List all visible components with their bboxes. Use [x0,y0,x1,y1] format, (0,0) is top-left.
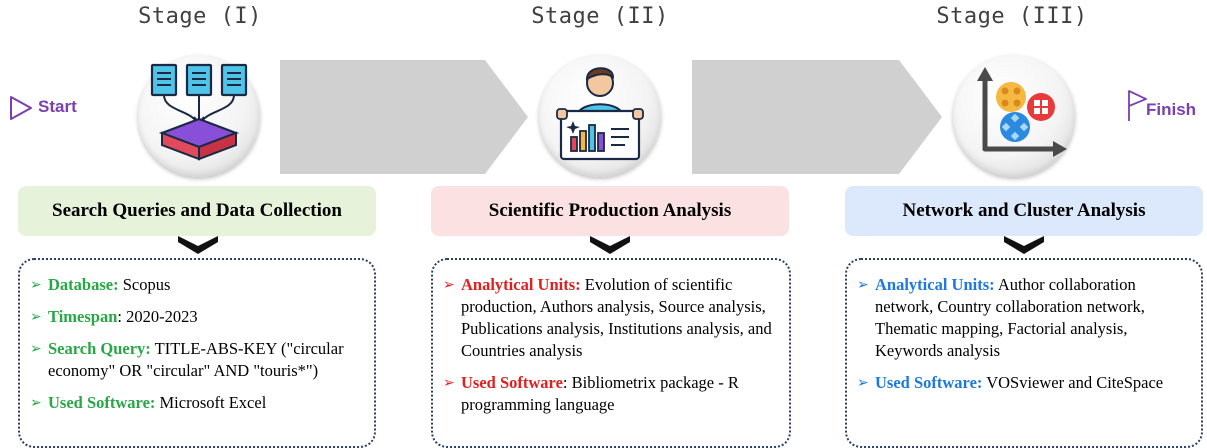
arrow-bullet-icon: ➢ [443,375,455,391]
item-text: Author collaboration network, Country co… [875,275,1145,360]
stage-3-icon-circle [953,55,1075,177]
item-label: Analytical Units: [875,275,995,294]
item-text: : 2020-2023 [117,307,198,326]
arrow-bullet-icon: ➢ [30,341,42,357]
stage-1-icon-circle [138,55,260,177]
stage-3-header-text: Network and Cluster Analysis [902,200,1146,221]
finish-label: Finish [1146,100,1197,119]
item-text: Microsoft Excel [159,393,267,412]
start-label: Start [38,97,77,116]
document-merge-icon [150,63,248,161]
arrow-bullet-icon: ➢ [443,277,455,293]
stage-2-icon-circle [539,55,661,177]
item-text: VOSviewer and CiteSpace [986,373,1164,392]
stage-1-header: Search Queries and Data Collection [18,186,376,236]
flow-arrow-1 [280,60,528,174]
chevron-down-icon [178,236,218,254]
finish-marker: Finish [1126,88,1206,124]
item-text: TITLE-ABS-KEY ("circular economy" OR "ci… [48,339,344,380]
arrow-bullet-icon: ➢ [857,375,869,391]
cluster-scatter-icon [977,67,1067,157]
arrow-bullet-icon: ➢ [857,277,869,293]
stage-3-details: ➢ Analytical Units: Author collaboration… [845,258,1203,448]
stage-3-header: Network and Cluster Analysis [845,186,1203,236]
stage-2-header-text: Scientific Production Analysis [488,200,732,221]
list-item: ➢ Timespan: 2020-2023 [30,306,364,328]
start-marker: Start [8,94,108,124]
stage-1-details: ➢ Database: Scopus ➢ Timespan: 2020-2023… [18,258,376,448]
item-label: Timespan [48,307,118,326]
list-item: ➢ Analytical Units: Author collaboration… [857,274,1191,362]
item-text: : Bibliometrix package - R programming l… [461,373,739,414]
stage-1-title: Stage (I) [138,4,262,29]
item-label: Search Query: [48,339,151,358]
list-item: ➢ Analytical Units: Evolution of scienti… [443,274,779,362]
play-triangle-icon [10,96,32,120]
stage-2-title: Stage (II) [531,4,669,29]
item-label: Analytical Units: [461,275,581,294]
list-item: ➢ Database: Scopus [30,274,364,296]
arrow-bullet-icon: ➢ [30,395,42,411]
item-text: Scopus [122,275,171,294]
list-item: ➢ Used Software: Bibliometrix package - … [443,372,779,416]
item-label: Database: [48,275,119,294]
arrow-bullet-icon: ➢ [30,277,42,293]
arrow-bullet-icon: ➢ [30,309,42,325]
item-label: Used Software: [875,373,983,392]
chevron-down-icon [590,236,630,254]
stage-3-title: Stage (III) [936,4,1088,29]
stage-2-header: Scientific Production Analysis [431,186,789,236]
item-text: Evolution of scientific production, Auth… [461,275,772,360]
list-item: ➢ Used Software: Microsoft Excel [30,392,364,414]
flow-arrow-2 [692,60,942,174]
list-item: ➢ Used Software: VOSviewer and CiteSpace [857,372,1191,394]
list-item: ➢ Search Query: TITLE-ABS-KEY ("circular… [30,338,364,382]
presenter-chart-icon [556,67,644,161]
stage-2-details: ➢ Analytical Units: Evolution of scienti… [431,258,791,448]
chevron-down-icon [1004,236,1044,254]
flag-icon [1128,90,1147,121]
stage-1-header-text: Search Queries and Data Collection [52,200,342,221]
item-label: Used Software: [48,393,156,412]
item-label: Used Software [461,373,563,392]
